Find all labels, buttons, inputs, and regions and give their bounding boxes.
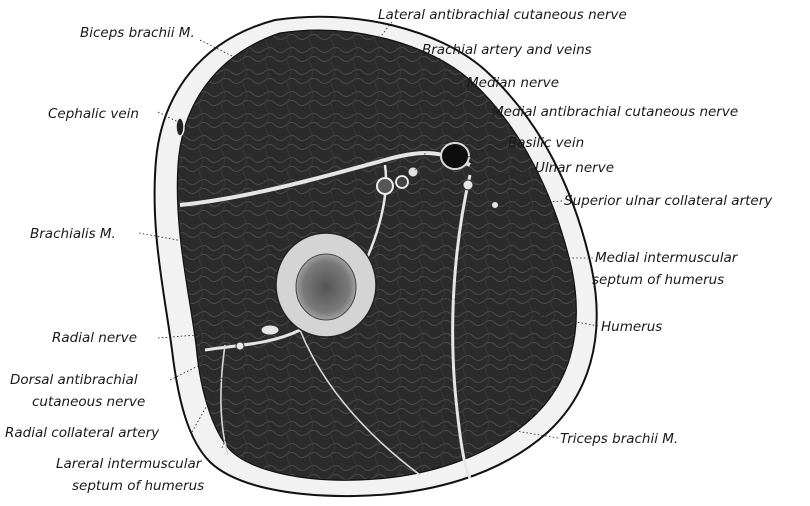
median-nerve-vessel (408, 167, 418, 177)
label-basilic-vein: Basilic vein (508, 135, 584, 151)
label-superior-ulnar-collateral-artery: Superior ulnar collateral artery (564, 193, 773, 209)
label-dorsal-antebrachial-cutaneous-nerve-1: Dorsal antibrachial (10, 372, 138, 388)
label-brachialis: Brachialis M. (30, 226, 116, 242)
label-medial-intermuscular-septum-2: septum of humerus (592, 272, 724, 288)
label-lateral-intermuscular-septum-1: Lareral intermuscular (56, 456, 203, 472)
label-dorsal-antebrachial-cutaneous-nerve-2: cutaneous nerve (32, 394, 145, 410)
label-humerus: Humerus (601, 319, 662, 335)
label-medial-intermuscular-septum-1: Medial intermuscular (595, 250, 739, 266)
humerus-marrow (296, 254, 356, 320)
radial-nerve-vessel (261, 325, 279, 335)
ulnar-nerve-vessel (463, 180, 473, 190)
brachial-vein-vessel (396, 176, 408, 188)
label-brachial-artery-and-veins: Brachial artery and veins (422, 42, 592, 58)
humerus-bone (276, 233, 376, 337)
label-triceps-brachii: Triceps brachii M. (560, 431, 678, 447)
cephalic-vein-vessel (176, 118, 184, 136)
label-ulnar-nerve: Ulnar nerve (535, 160, 614, 176)
label-cephalic-vein: Cephalic vein (48, 106, 139, 122)
label-lateral-antebrachial-cutaneous-nerve: Lateral antibrachial cutaneous nerve (378, 7, 627, 23)
superior-ulnar-collateral-vessel (492, 202, 499, 209)
muscle-mass (177, 30, 576, 480)
label-medial-antebrachial-cutaneous-nerve: Medial antibrachial cutaneous nerve (492, 104, 738, 120)
label-radial-collateral-artery: Radial collateral artery (5, 425, 160, 441)
brachial-artery-vessel (377, 178, 393, 194)
label-radial-nerve: Radial nerve (52, 330, 137, 346)
label-median-nerve: Median nerve (467, 75, 559, 91)
radial-collateral-vessel (236, 342, 244, 350)
label-biceps-brachii: Biceps brachii M. (80, 25, 195, 41)
basilic-vein-vessel (441, 143, 469, 169)
label-lateral-intermuscular-septum-2: septum of humerus (72, 478, 204, 494)
